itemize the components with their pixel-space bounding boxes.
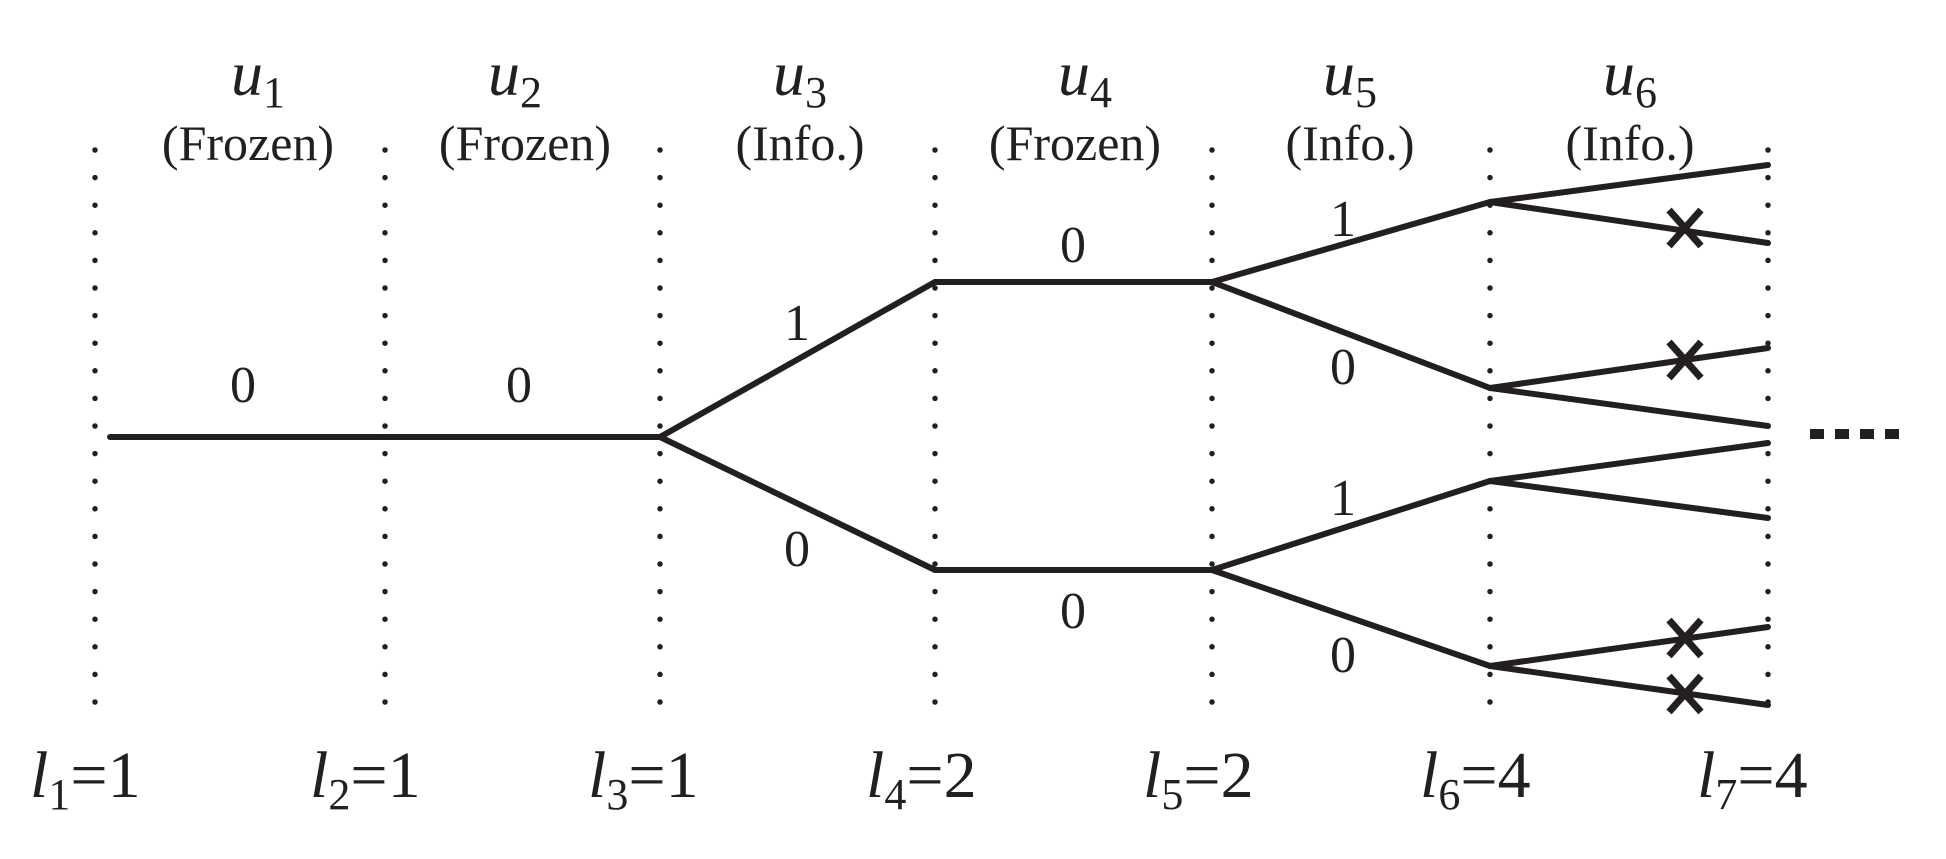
decoding-tree (107, 162, 1771, 708)
edge-labels: 0 0 1 0 0 0 1 0 1 0 (230, 191, 1356, 684)
stage-var-u5: u5 (1323, 38, 1377, 117)
prune-cross-icon (1666, 207, 1704, 249)
edge-stage6-b2 (1487, 385, 1771, 429)
stage-var-u1: u1 (231, 38, 285, 117)
bit-label-stage4-upper: 0 (1060, 217, 1086, 274)
edge-stage5-a (1209, 199, 1493, 285)
prune-cross-icon (1666, 339, 1704, 381)
stage-var-u2: u2 (488, 38, 542, 117)
edge-stage6-d2 (1487, 663, 1771, 708)
edge-stage3-lower (657, 434, 938, 573)
stage-status-u3: (Info.) (735, 115, 864, 171)
edge-stage5-d (1209, 567, 1493, 669)
list-size-l6: l6=4 (1420, 739, 1531, 819)
edge-stage6-d1 (1487, 624, 1771, 669)
list-size-l2: l2=1 (310, 739, 421, 819)
list-size-l1: l1=1 (30, 739, 141, 819)
bit-label-stage4-lower: 0 (1060, 583, 1086, 640)
stage-var-u6: u6 (1603, 38, 1657, 117)
stage-status-u4: (Frozen) (989, 115, 1161, 171)
bit-label-stage5-a: 1 (1330, 191, 1356, 248)
list-size-l4: l4=2 (866, 739, 977, 819)
edge-stage5-c (1209, 478, 1493, 573)
list-size-l5: l5=2 (1143, 739, 1254, 819)
edge-stage5-b (1209, 279, 1493, 391)
stage-status-u5: (Info.) (1285, 115, 1414, 171)
edge-stage6-b1 (1487, 345, 1771, 391)
edge-stage6-a2 (1487, 199, 1771, 246)
bit-label-stage3-upper: 1 (784, 295, 810, 352)
prune-cross-icon (1666, 617, 1704, 659)
bit-label-stage5-c: 1 (1330, 470, 1356, 527)
edge-stage6-c1 (1487, 440, 1771, 484)
stage-headers: u1 (Frozen) u2 (Frozen) u3 (Info.) u4 (F… (162, 38, 1695, 171)
bit-label-stage5-b: 0 (1330, 339, 1356, 396)
bit-label-stage1: 0 (230, 357, 256, 414)
bit-label-stage5-d: 0 (1330, 627, 1356, 684)
list-size-l7: l7=4 (1697, 739, 1808, 819)
stage-var-u4: u4 (1058, 38, 1112, 117)
stage-var-u3: u3 (773, 38, 827, 117)
stage-status-u6: (Info.) (1565, 115, 1694, 171)
prune-cross-icon (1666, 673, 1704, 715)
stage-boundaries (92, 147, 1771, 713)
stage-status-u2: (Frozen) (439, 115, 611, 171)
stage-status-u1: (Frozen) (162, 115, 334, 171)
list-size-labels: l1=1 l2=1 l3=1 l4=2 l5=2 l6=4 l7=4 (30, 739, 1808, 819)
continuation-ellipsis-icon (1810, 429, 1899, 439)
edge-stage6-a1 (1487, 162, 1771, 205)
bit-label-stage3-lower: 0 (784, 521, 810, 578)
edge-stage6-c2 (1487, 478, 1771, 521)
pruned-markers (1666, 207, 1704, 715)
bit-label-stage2: 0 (506, 357, 532, 414)
edge-stage3-upper (657, 279, 938, 440)
list-size-l3: l3=1 (588, 739, 699, 819)
